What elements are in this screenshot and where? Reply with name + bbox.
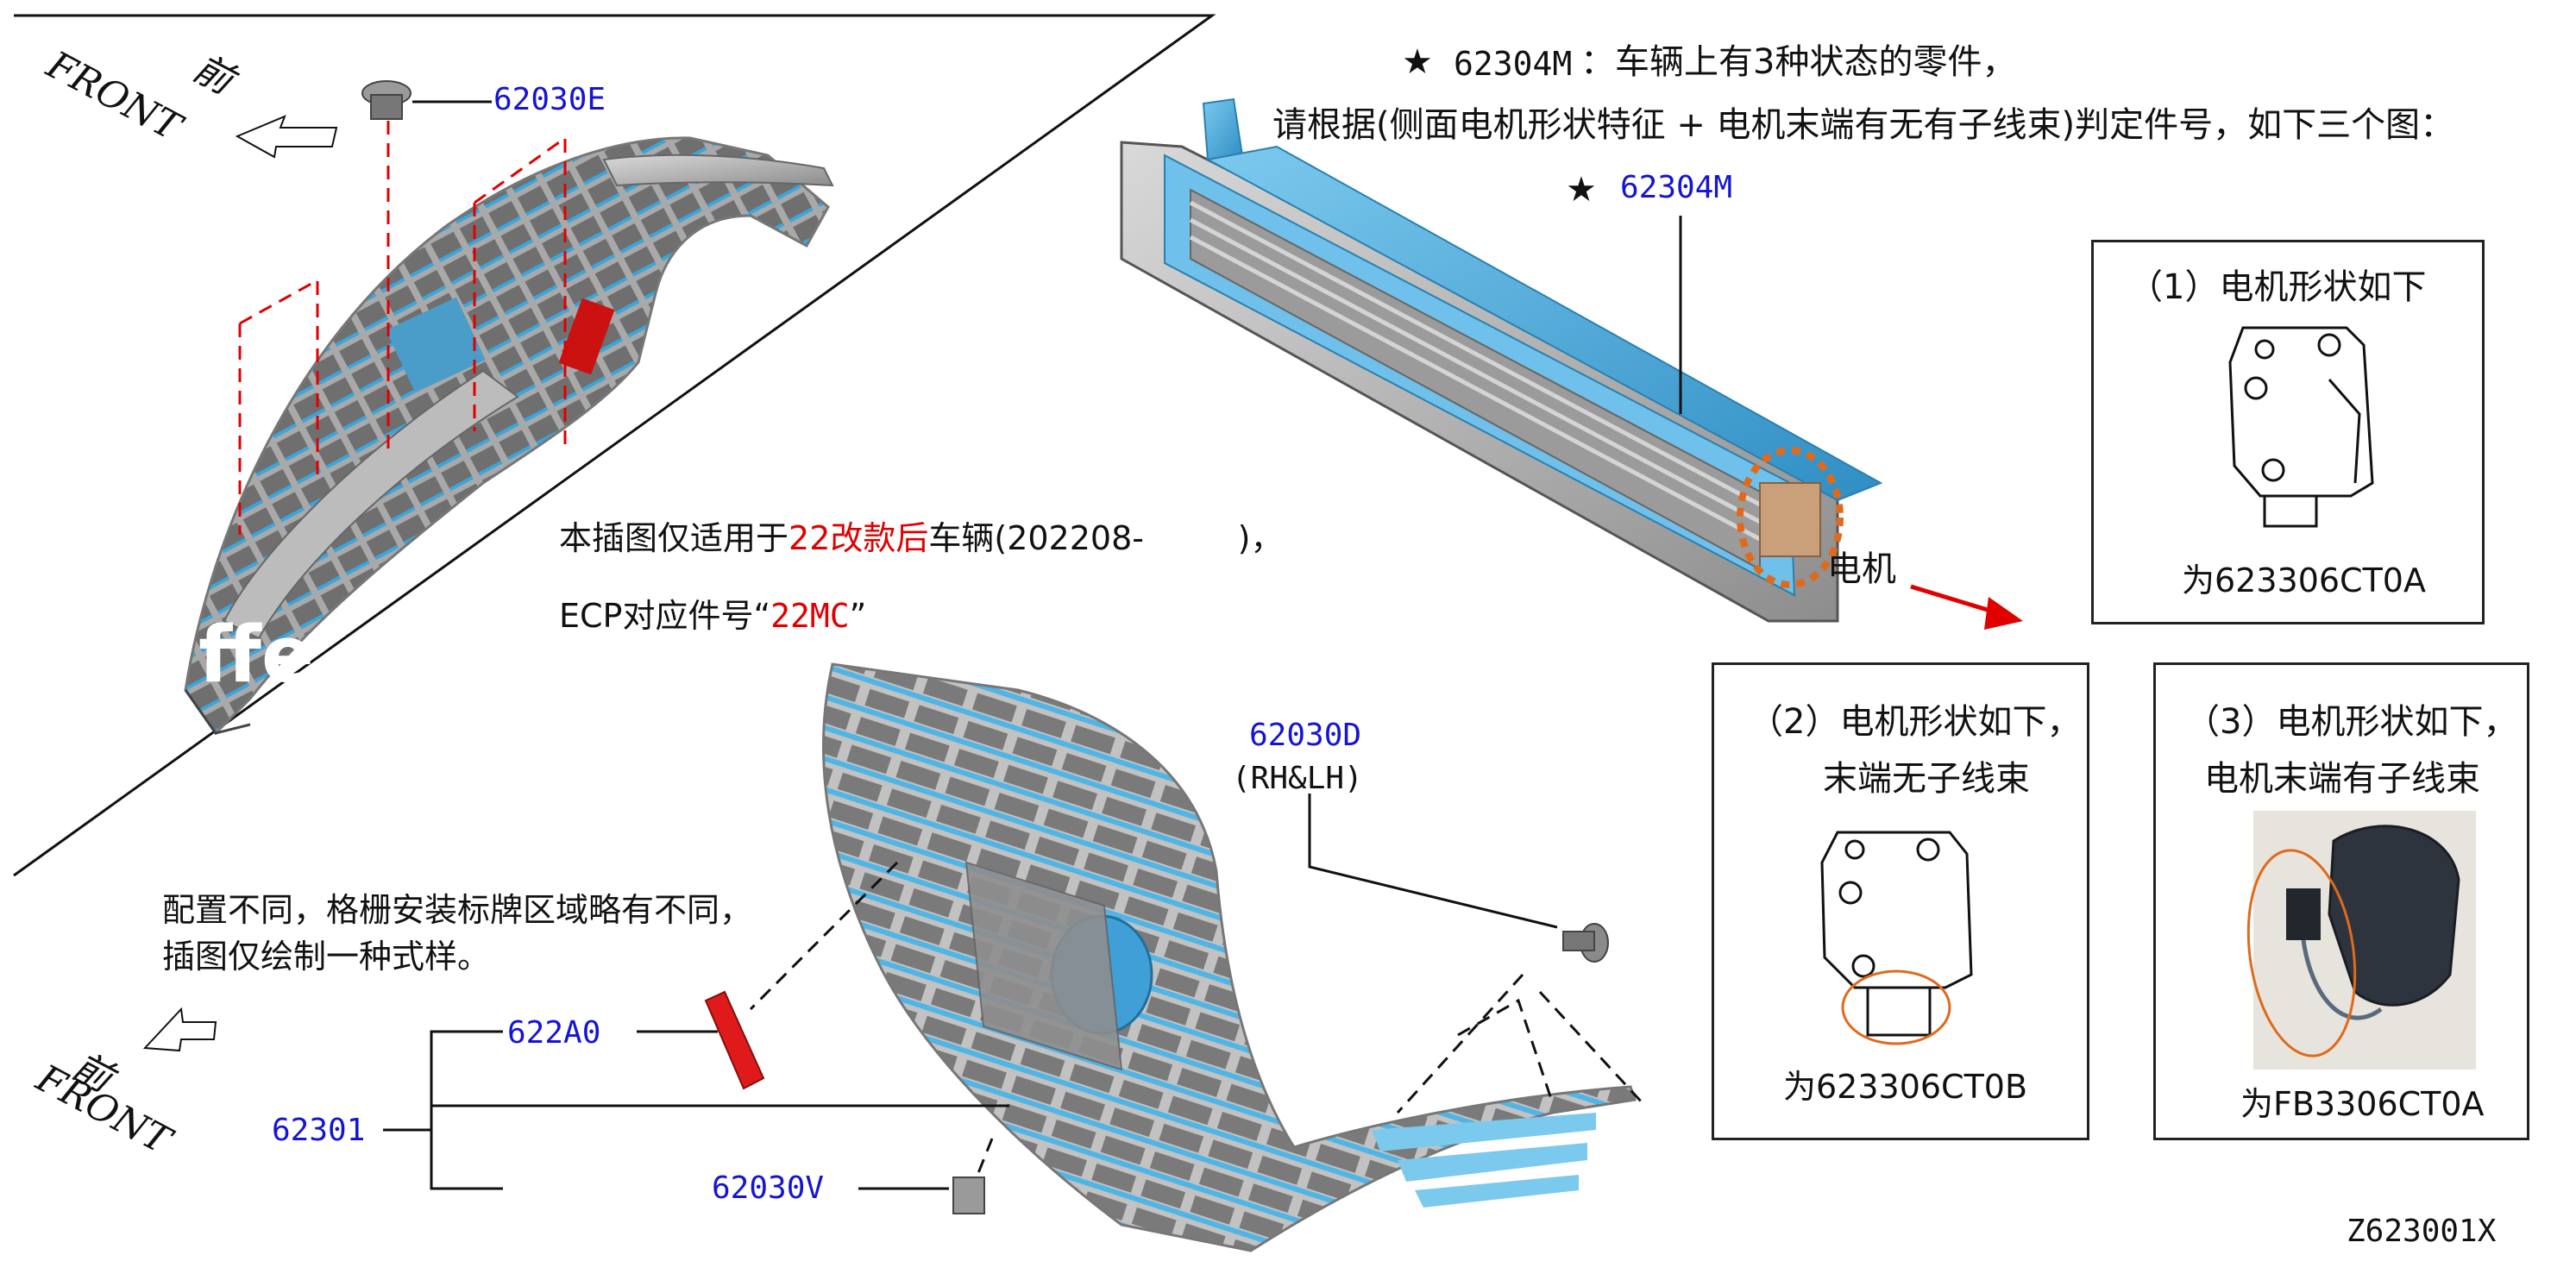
clip-62030D-drawing	[1308, 794, 1609, 963]
red-guide-lines	[238, 121, 567, 535]
motor-red-arrow	[1910, 584, 2023, 630]
air-shutter-62304M-drawing	[1120, 97, 1883, 623]
applicability-suffix: 车辆(202208- )，	[928, 519, 1284, 557]
applicability-highlight: 22改款后	[789, 519, 929, 557]
header-note-line2: 请根据(侧面电机形状特征 + 电机末端有无有子线束)判定件号，如下三个图：	[1272, 105, 2455, 145]
part-star-62304M: ★	[1566, 170, 1597, 210]
motor-panel-2-subtitle: 末端无子线束	[1823, 759, 2030, 799]
motor-panel-2-part: 为623306CT0B	[1783, 1068, 2028, 1106]
figure-code: Z623001X	[2347, 1214, 2497, 1249]
motor-panel-2-title: （2）电机形状如下，	[1749, 702, 2082, 742]
motor-panel-3-title: （3）电机形状如下，	[2185, 702, 2518, 742]
header-star-1: ★	[1402, 42, 1433, 82]
part-label-62301: 62301	[272, 1113, 366, 1148]
config-note-line1: 配置不同，格栅安装标牌区域略有不同，	[162, 891, 753, 929]
lower-grille-front-view	[822, 662, 1637, 1252]
applicability-prefix: 本插图仅适用于	[559, 519, 789, 557]
config-note-line2: 插图仅绘制一种式样。	[162, 938, 491, 976]
bracket-622A0-drawing	[704, 990, 765, 1090]
part-label-62030V: 62030V	[712, 1170, 825, 1206]
motor-panel-1: （1）电机形状如下 为623306CT0A	[2091, 240, 2485, 624]
exploded-view-panel	[13, 14, 1216, 877]
motor-photo-3	[2246, 811, 2476, 1070]
upper-grille-rear-view	[184, 136, 834, 736]
header-note-line1: ：车辆上有3种状态的零件，	[1580, 42, 2017, 82]
part-label-62030D: 62030D	[1249, 718, 1362, 753]
front-arrow-lower	[142, 1007, 217, 1052]
ecp-line: ECP对应件号“22MC”	[559, 599, 866, 632]
ecp-code: 22MC	[770, 597, 850, 635]
motor-panel-3-part: 为FB3306CT0A	[2240, 1085, 2485, 1123]
part-tree-lines	[383, 1030, 1009, 1190]
black-dashed-leaders	[749, 861, 1645, 1183]
part-label-622A0: 622A0	[507, 1015, 601, 1051]
motor-panel-1-part: 为623306CT0A	[2182, 562, 2426, 599]
motor-panel-2: （2）电机形状如下， 末端无子线束 为623306CT0B	[1712, 662, 2089, 1140]
ecp-prefix: ECP对应件号“	[559, 597, 771, 635]
clip-62030V-drawing	[952, 1176, 985, 1214]
motor-label: 电机	[1827, 549, 1896, 589]
watermark-text: ffe	[198, 610, 314, 700]
motor-drawing-1	[2228, 326, 2374, 528]
front-arrow-upper	[235, 115, 338, 159]
motor-panel-3-subtitle: 电机末端有子线束	[2204, 759, 2480, 799]
part-label-62030E: 62030E	[493, 82, 606, 117]
ecp-suffix: ”	[849, 597, 867, 635]
motor-drawing-2	[1820, 831, 1973, 1045]
motor-panel-3: （3）电机形状如下， 电机末端有子线束 为FB3306CT0A	[2153, 662, 2529, 1140]
header-part-62304M: 62304M	[1454, 45, 1573, 83]
applicability-line: 本插图仅适用于22改款后车辆(202208- )，	[559, 522, 1284, 555]
clip-62030E-drawing	[361, 80, 492, 120]
part-label-62304M: 62304M	[1620, 170, 1733, 205]
motor-panel-1-title: （1）电机形状如下	[2128, 267, 2427, 307]
rhlh-label: (RH&LH)	[1232, 761, 1363, 796]
